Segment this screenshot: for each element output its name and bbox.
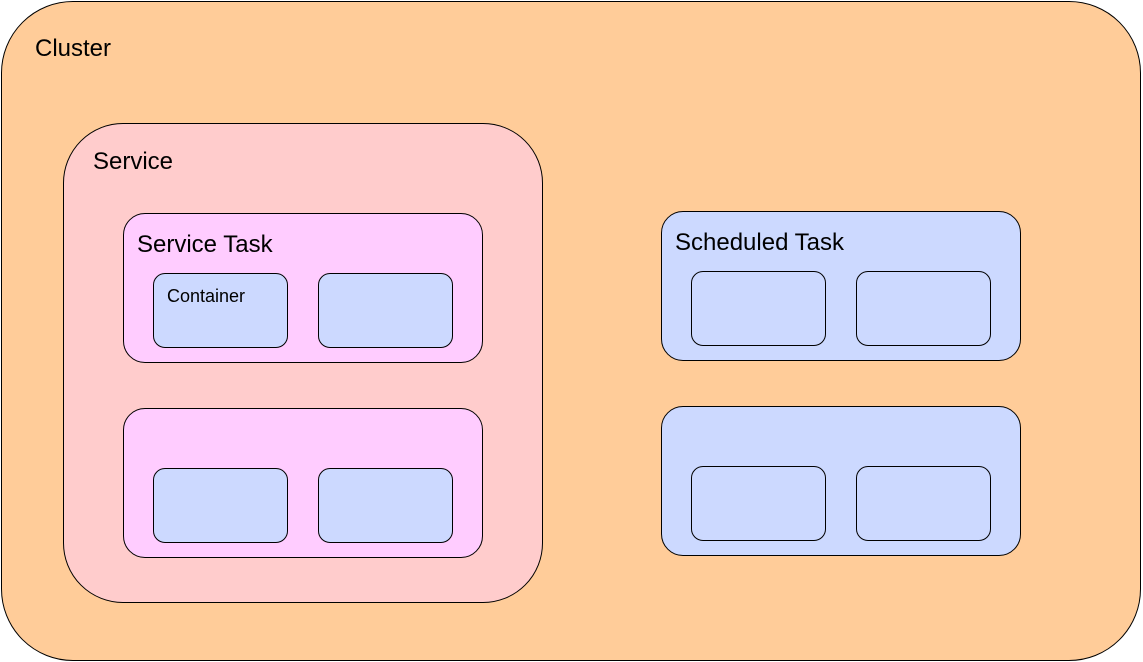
scheduled-task-2 xyxy=(661,406,1021,556)
scheduled-task-label: Scheduled Task xyxy=(675,229,845,256)
scheduled-task-1: Scheduled Task xyxy=(661,211,1021,361)
cluster-label: Cluster xyxy=(35,35,112,62)
container-box: Container xyxy=(153,273,288,348)
container-box xyxy=(153,468,288,543)
service-task-label: Service Task xyxy=(137,231,273,258)
service-task-1: Service Task Container xyxy=(123,213,483,363)
container-box xyxy=(691,271,826,346)
service-task-2 xyxy=(123,408,483,558)
container-box xyxy=(691,466,826,541)
container-box xyxy=(856,271,991,346)
service-box: Service Service Task Container xyxy=(63,123,543,603)
container-box xyxy=(856,466,991,541)
container-box xyxy=(318,273,453,348)
container-label: Container xyxy=(167,286,246,306)
service-label: Service xyxy=(93,148,174,175)
container-box xyxy=(318,468,453,543)
